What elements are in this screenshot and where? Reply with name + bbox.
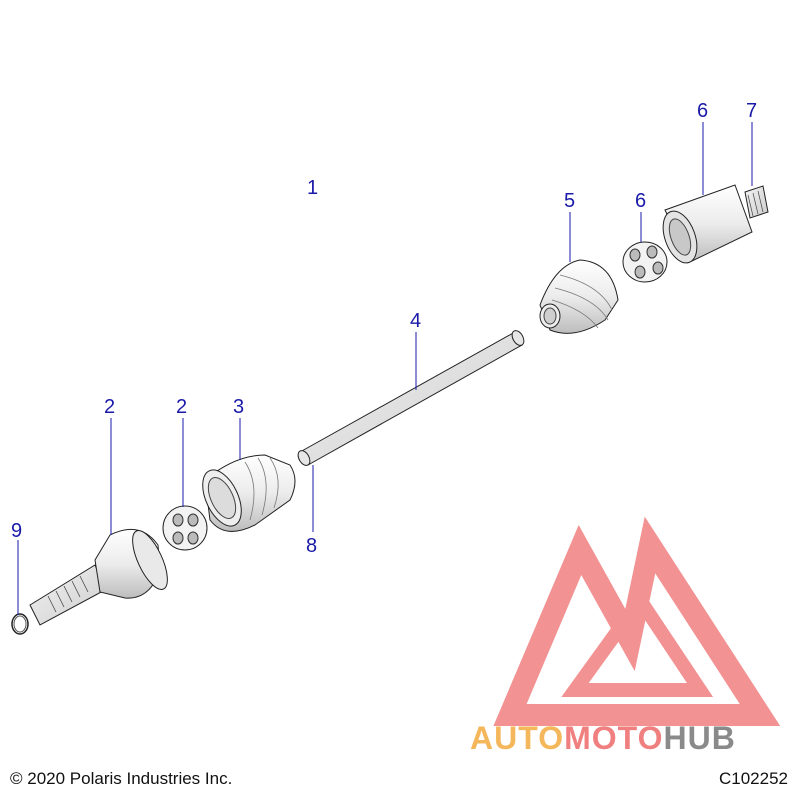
callout-3: 3 <box>233 396 244 418</box>
callout-1: 1 <box>307 177 318 199</box>
callout-2-housing: 2 <box>104 396 115 418</box>
callout-2-cage: 2 <box>176 396 187 418</box>
callout-5: 5 <box>564 190 575 212</box>
callout-7: 7 <box>746 100 757 122</box>
copyright-text: © 2020 Polaris Industries Inc. <box>10 769 233 788</box>
automotohub-logo-icon <box>493 516 781 726</box>
watermark-moto: MOTO <box>564 720 664 756</box>
leader-lines <box>17 122 753 615</box>
callout-6-bearing: 6 <box>635 190 646 212</box>
callout-4: 4 <box>410 310 421 332</box>
inner-cv-housing-part <box>662 184 769 264</box>
tripod-bearing-part <box>622 241 668 283</box>
watermark-hub: HUB <box>663 720 736 756</box>
callout-6-housing: 6 <box>697 100 708 122</box>
outer-cv-joint-part <box>29 528 168 626</box>
watermark-auto: AUTO <box>470 720 565 756</box>
retaining-ring-part <box>11 613 29 635</box>
diagram-id-text: C102252 <box>718 769 788 788</box>
callout-9: 9 <box>11 520 22 542</box>
bearing-cage-part <box>162 505 208 551</box>
watermark-text: AUTOMOTOHUB <box>470 720 795 760</box>
axle-shaft-part <box>297 330 525 466</box>
inner-boot-part <box>202 454 296 532</box>
outer-boot-part <box>539 259 619 334</box>
callout-8: 8 <box>306 535 317 557</box>
